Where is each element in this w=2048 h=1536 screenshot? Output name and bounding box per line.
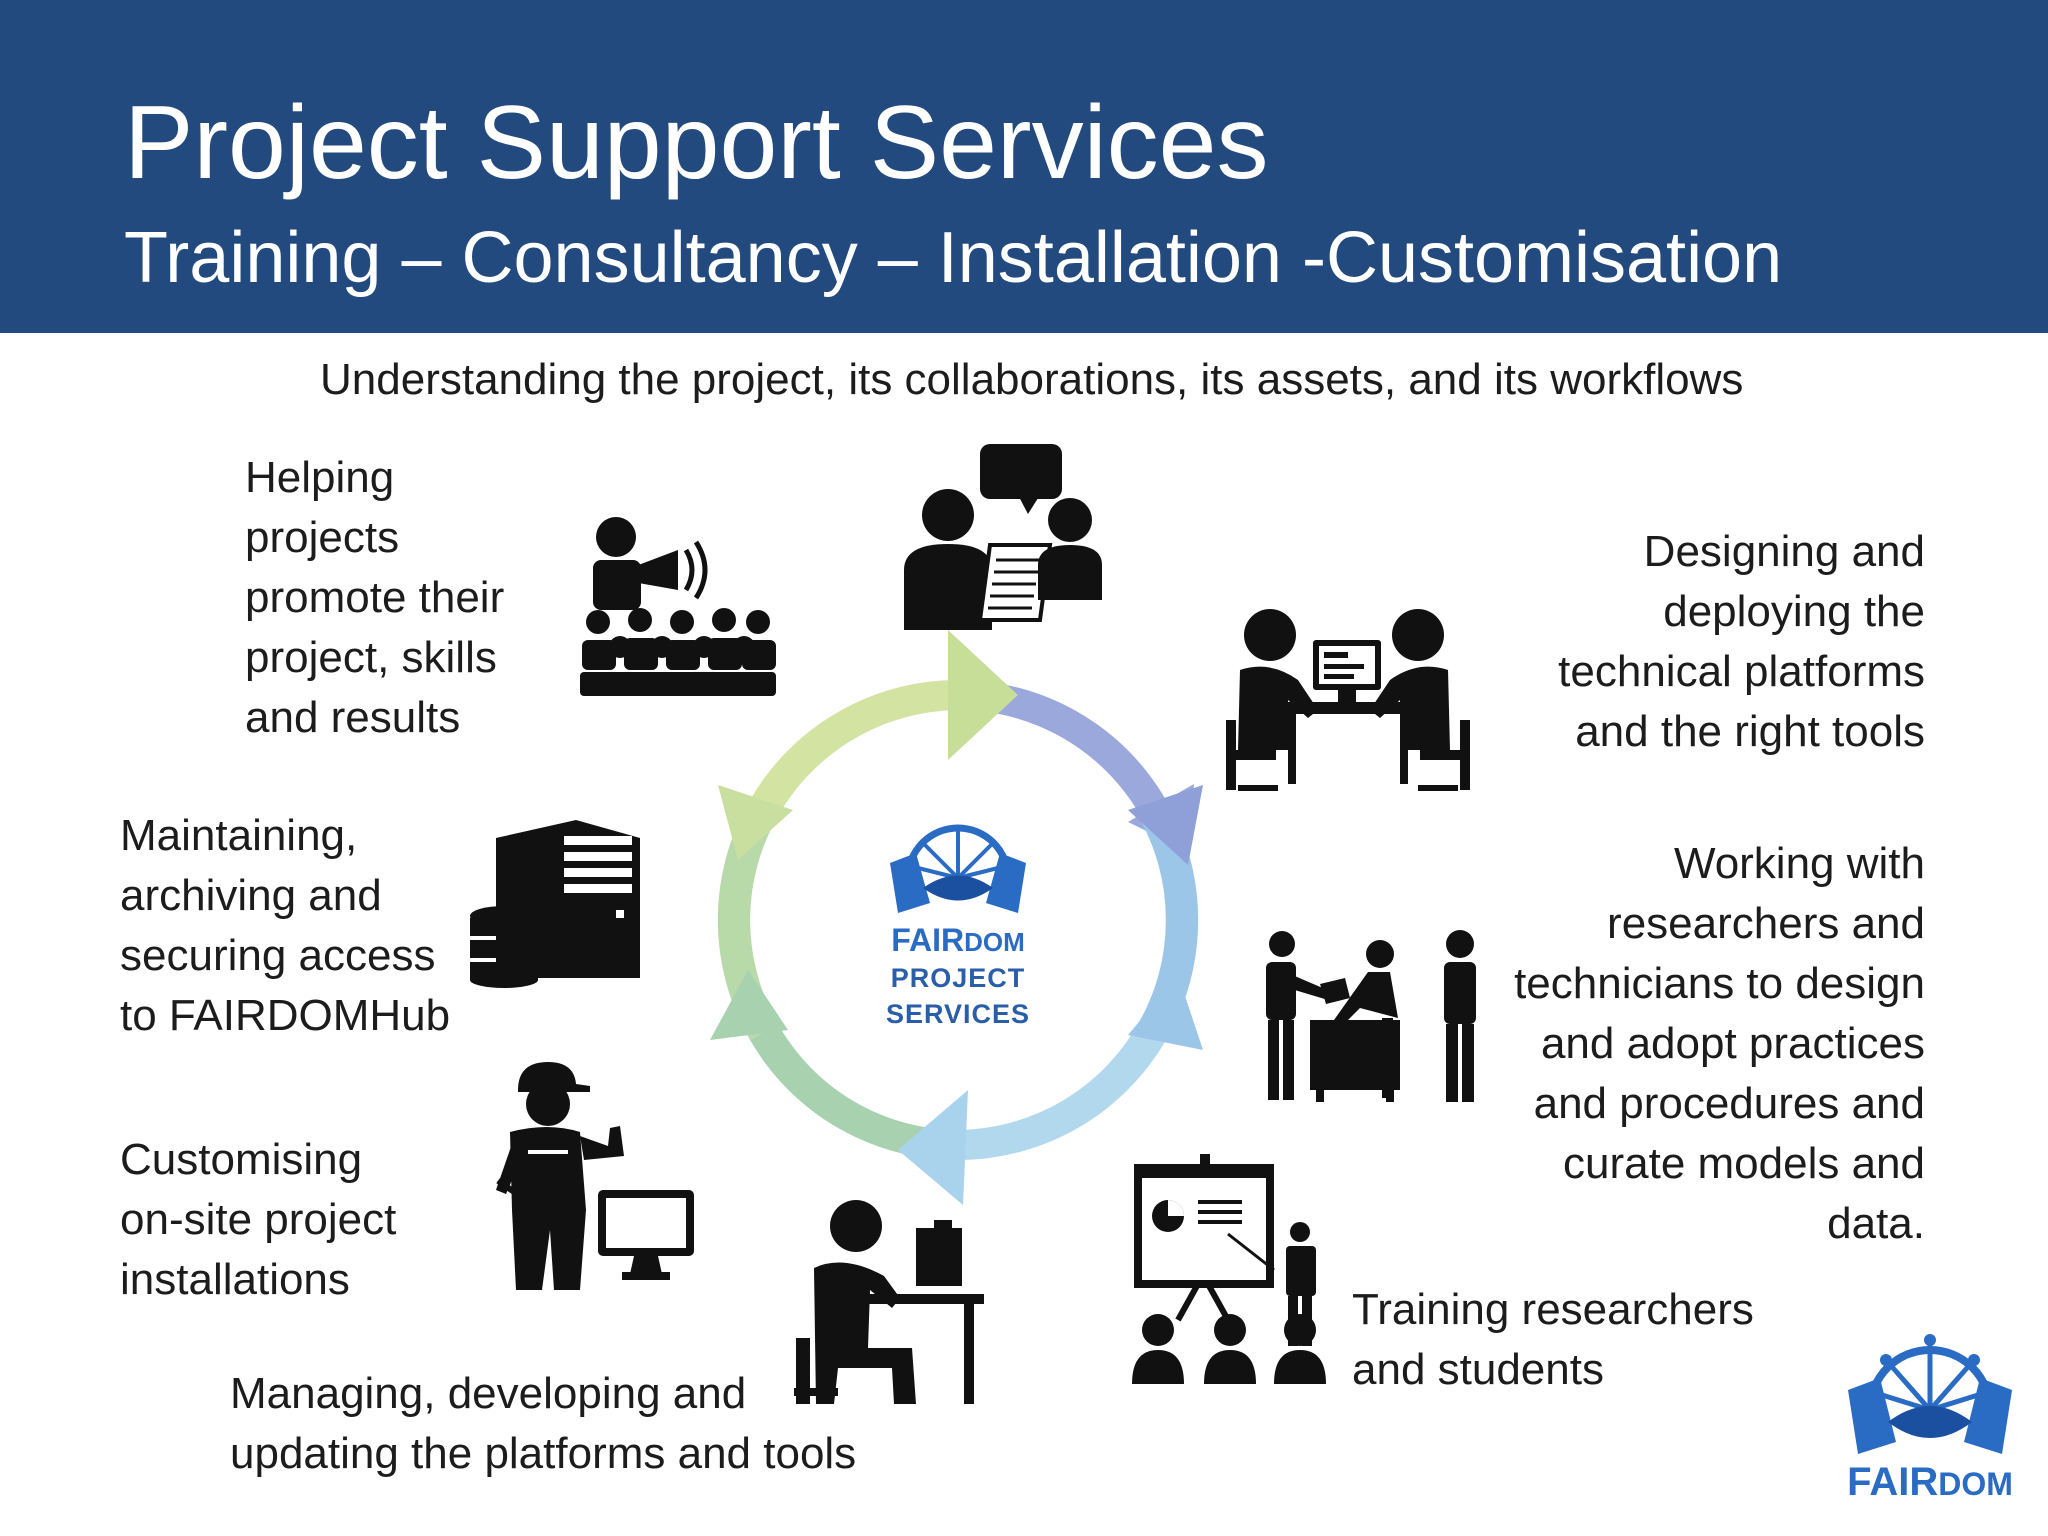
caption-work: Working with researchers and technicians… xyxy=(1514,839,1925,1248)
fairdom-corner-logo-icon xyxy=(1848,1334,2012,1454)
fairdom-corner-logo-text: FAIRDOM xyxy=(1846,1458,2014,1508)
cycle-arrow-left xyxy=(717,800,778,1040)
caption-maintain: Maintaining, archiving and securing acce… xyxy=(120,811,451,1040)
arrow-head-6 xyxy=(718,785,793,860)
caption-managing: Managing, developing and updating the pl… xyxy=(230,1369,857,1478)
arrow-head-5 xyxy=(710,970,788,1040)
arrow-head-3 xyxy=(1128,975,1203,1050)
caption-promote: Helping projects promote their project, … xyxy=(245,453,505,742)
computer-worker-icon xyxy=(794,1200,984,1404)
caption-design: Designing and deploying the technical pl… xyxy=(1558,527,1925,756)
voting-team-icon xyxy=(1266,930,1476,1102)
arrow-head-1 xyxy=(948,630,1018,760)
center-logo-dom: DOM xyxy=(964,927,1025,957)
arrow-head-2 xyxy=(1128,785,1203,865)
arrow-head-4 xyxy=(898,1090,968,1205)
presentation-icon xyxy=(1132,1154,1326,1384)
slide-subtitle: Training – Consultancy – Installation -C… xyxy=(124,218,1783,298)
caption-training: Training researchers and students xyxy=(1352,1285,1754,1394)
server-database-icon xyxy=(470,820,640,988)
caption-understanding: Understanding the project, its collabora… xyxy=(320,355,1744,404)
cycle-arrow-top-left xyxy=(750,679,958,816)
header-bar: Project Support Services Training – Cons… xyxy=(0,0,2048,333)
technician-icon xyxy=(496,1062,624,1290)
center-logo-text: FAIRDOM PROJECT SERVICES xyxy=(860,922,1056,1032)
handshake-logo-icon xyxy=(890,824,1026,913)
speaker-audience-icon xyxy=(580,517,776,696)
cycle-diagram xyxy=(710,630,1203,1205)
center-line-services: SERVICES xyxy=(885,999,1031,1029)
center-line-project: PROJECT xyxy=(890,963,1026,993)
slide-title: Project Support Services xyxy=(124,85,1269,201)
cycle-arrow-bottom-left xyxy=(750,1024,958,1160)
caption-customise: Customising on-site project installation… xyxy=(120,1135,397,1304)
center-logo-fair: FAIR xyxy=(891,922,965,958)
monitor-icon xyxy=(598,1190,694,1280)
corner-logo-fair: FAIR xyxy=(1847,1460,1939,1504)
corner-logo-dom: DOM xyxy=(1938,1466,2013,1502)
cycle-arrow-bottom-right xyxy=(958,1024,1166,1160)
conversation-icon xyxy=(904,444,1102,630)
meeting-computer-icon xyxy=(1226,609,1470,791)
